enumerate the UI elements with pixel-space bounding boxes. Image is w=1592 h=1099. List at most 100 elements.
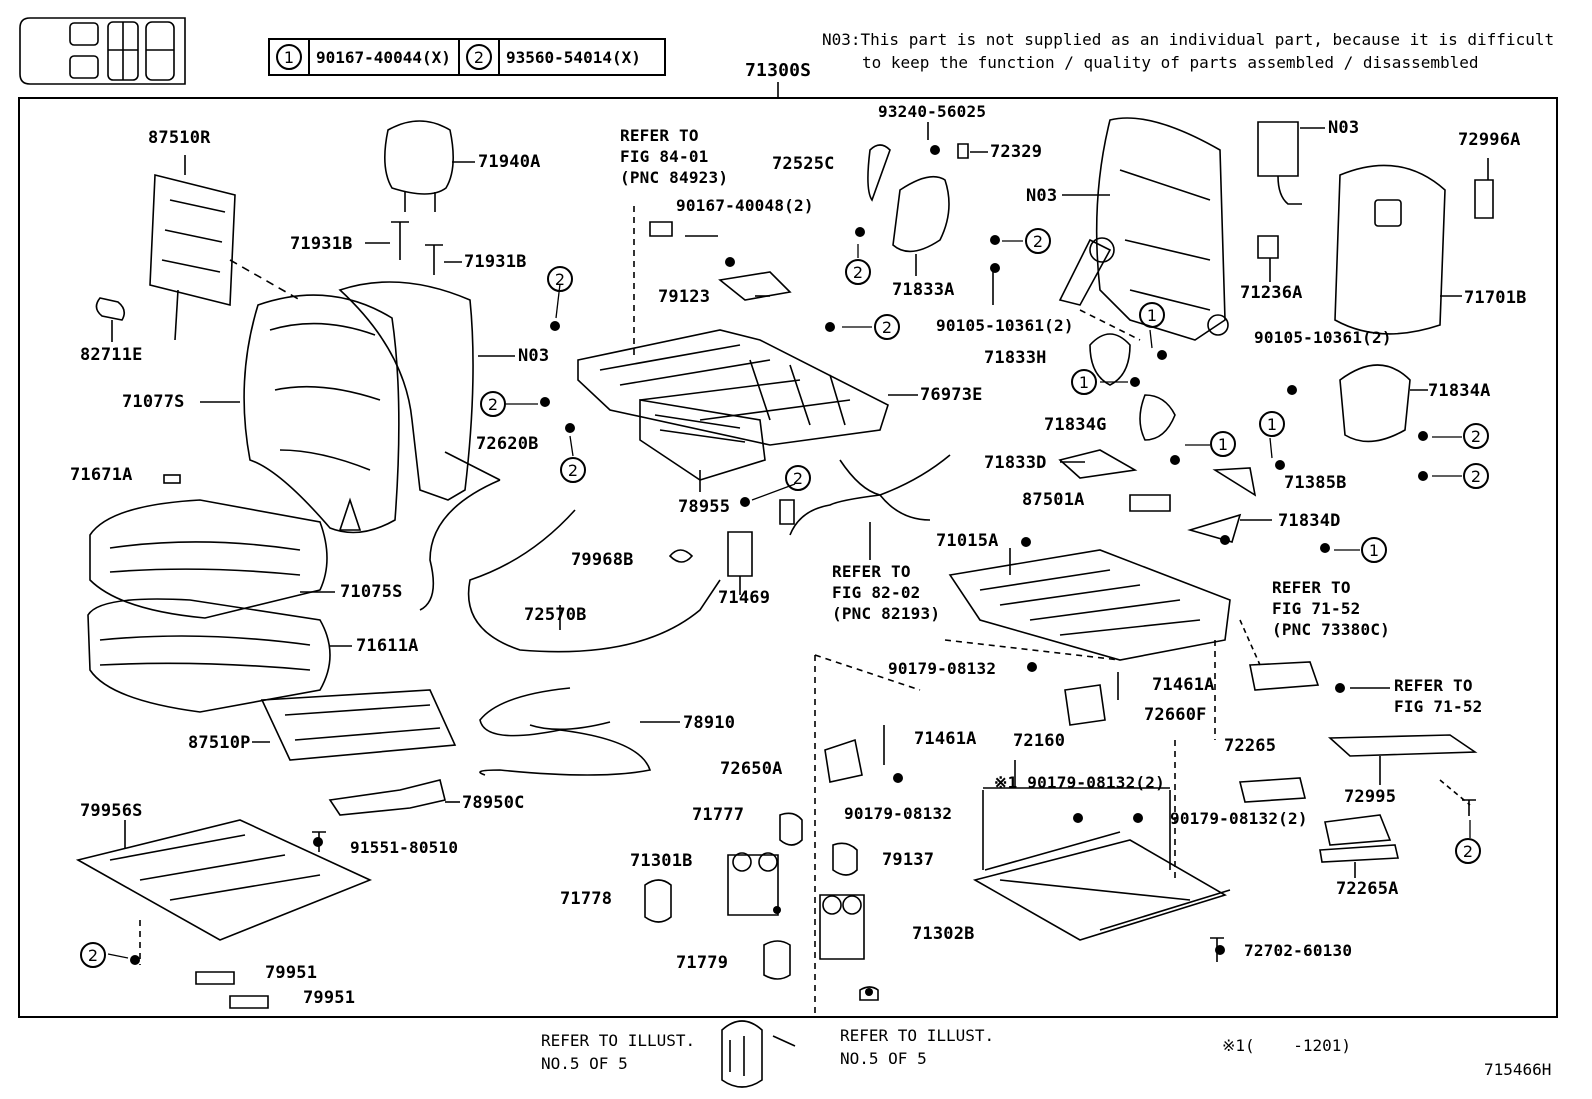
label-71833A: 71833A: [892, 280, 955, 300]
label-79968B: 79968B: [571, 550, 634, 570]
callout-2: 2: [1463, 423, 1489, 449]
label-71833H: 71833H: [984, 348, 1047, 368]
label-71302B: 71302B: [912, 924, 975, 944]
label-71940A: 71940A: [478, 152, 541, 172]
label-90167-40048: 90167-40048(2): [676, 196, 814, 215]
label-71611A: 71611A: [356, 636, 419, 656]
label-71931B-right: 71931B: [464, 252, 527, 272]
label-91551-80510: 91551-80510: [350, 838, 459, 857]
label-78950C: 78950C: [462, 793, 525, 813]
label-71834D: 71834D: [1278, 511, 1341, 531]
label-87501A: 87501A: [1022, 490, 1085, 510]
label-71834A: 71834A: [1428, 381, 1491, 401]
label-71778: 71778: [560, 889, 613, 909]
callout-1: 1: [1071, 369, 1097, 395]
label-N03-seat: N03: [518, 346, 550, 366]
callout-2: 2: [845, 259, 871, 285]
label-72996A: 72996A: [1458, 130, 1521, 150]
label-90179-08132-2-note: ※1 90179-08132(2): [994, 773, 1165, 792]
label-72620B: 72620B: [476, 434, 539, 454]
seatback-pad: [149, 155, 301, 341]
label-71015A: 71015A: [936, 531, 999, 551]
callout-2: 2: [1455, 838, 1481, 864]
label-72570B: 72570B: [524, 605, 587, 625]
diagram-frame: [18, 97, 1558, 1018]
label-90179-08132-c: 90179-08132: [844, 804, 953, 823]
label-72265A: 72265A: [1336, 879, 1399, 899]
label-72265: 72265: [1224, 736, 1277, 756]
label-71301B: 71301B: [630, 851, 693, 871]
cushion-frame: [948, 548, 1231, 661]
label-71077S: 71077S: [122, 392, 185, 412]
label-90179-08132-d: 90179-08132(2): [1170, 809, 1308, 828]
callout-2: 2: [1025, 228, 1051, 254]
label-72995: 72995: [1344, 787, 1397, 807]
seat-layout-icon: [19, 17, 186, 85]
legend-num-2-cell: 2: [460, 40, 500, 74]
callout-2: 2: [480, 391, 506, 417]
refer-illust-left: REFER TO ILLUST. NO.5 OF 5: [541, 1031, 696, 1074]
label-71777: 71777: [692, 805, 745, 825]
label-72329: 72329: [990, 142, 1043, 162]
label-N03-top: N03: [1328, 118, 1360, 138]
label-90105-10361-left: 90105-10361(2): [936, 316, 1074, 335]
label-87510R: 87510R: [148, 128, 211, 148]
seatback-frame: [1058, 117, 1229, 341]
label-72660F: 72660F: [1144, 705, 1207, 725]
label-71075S: 71075S: [340, 582, 403, 602]
label-79951-b: 79951: [303, 988, 356, 1008]
label-79956S: 79956S: [80, 801, 143, 821]
refer-fig-71-52-pnc: REFER TO FIG 71-52 (PNC 73380C): [1272, 578, 1390, 639]
seat-rail: [972, 760, 1231, 941]
label-71701B: 71701B: [1464, 288, 1527, 308]
label-71236A: 71236A: [1240, 283, 1303, 303]
label-71671A: 71671A: [70, 465, 133, 485]
label-71834G: 71834G: [1044, 415, 1107, 435]
label-72650A: 72650A: [720, 759, 783, 779]
label-72702-60130: 72702-60130: [1244, 941, 1353, 960]
figure-code: 715466H: [1484, 1060, 1552, 1079]
callout-1: 1: [1361, 537, 1387, 563]
label-76973E: 76973E: [920, 385, 983, 405]
label-71461A-b: 71461A: [914, 729, 977, 749]
legend-code-1: 90167-40044(X): [316, 47, 451, 67]
footnote-production-date: ※1( -1201): [1222, 1036, 1351, 1055]
callout-1: 1: [1139, 302, 1165, 328]
seatback-cover: [200, 294, 400, 534]
legend-code-2: 93560-54014(X): [506, 47, 641, 67]
label-71385B: 71385B: [1284, 473, 1347, 493]
legend-callout-1: 1: [276, 44, 302, 70]
refer-fig-82-02: REFER TO FIG 82-02 (PNC 82193): [832, 562, 941, 623]
callout-2: 2: [80, 942, 106, 968]
refer-fig-71-52: REFER TO FIG 71-52: [1394, 676, 1483, 716]
label-71931B-left: 71931B: [290, 234, 353, 254]
callout-2: 2: [785, 465, 811, 491]
callout-2: 2: [874, 314, 900, 340]
fastener-legend: 1 90167-40044(X) 2 93560-54014(X): [268, 38, 666, 76]
label-79137: 79137: [882, 850, 935, 870]
legend-code-2-cell: 93560-54014(X): [500, 40, 660, 74]
assembly-label: 71300S: [745, 60, 812, 81]
callout-1: 1: [1259, 411, 1285, 437]
label-90179-08132-a: 90179-08132: [888, 659, 997, 678]
label-72525C: 72525C: [772, 154, 835, 174]
callout-2: 2: [547, 266, 573, 292]
label-93240-56025: 93240-56025: [878, 102, 987, 121]
label-78910: 78910: [683, 713, 736, 733]
label-87510P: 87510P: [188, 733, 251, 753]
label-N03-frame: N03: [1026, 186, 1058, 206]
label-82711E: 82711E: [80, 345, 143, 365]
callout-2: 2: [560, 457, 586, 483]
refer-fig-84-01: REFER TO FIG 84-01 (PNC 84923): [620, 126, 729, 187]
n03-note-line2: to keep the function / quality of parts …: [862, 53, 1479, 72]
n03-note-line1: N03:This part is not supplied as an indi…: [822, 30, 1555, 49]
label-71461A-a: 71461A: [1152, 675, 1215, 695]
callout-2: 2: [1463, 463, 1489, 489]
headrest: [384, 120, 475, 212]
seatback-board: [1334, 164, 1462, 335]
label-71833D: 71833D: [984, 453, 1047, 473]
legend-callout-2: 2: [466, 44, 492, 70]
legend-num-1-cell: 1: [270, 40, 310, 74]
label-72160: 72160: [1013, 731, 1066, 751]
label-71469: 71469: [718, 588, 771, 608]
